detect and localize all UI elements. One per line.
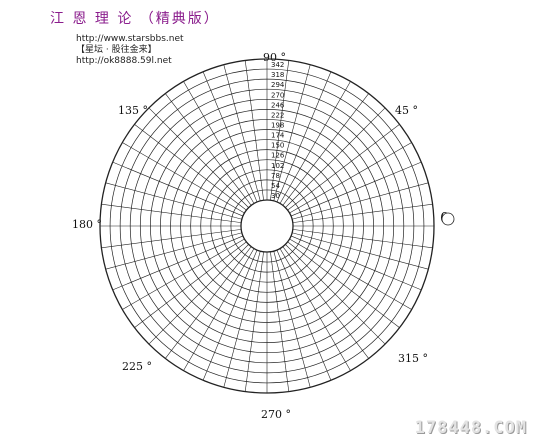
zero-degree-marker bbox=[441, 212, 455, 226]
wheel-number: 246 bbox=[271, 101, 285, 109]
wheel-spoke bbox=[105, 182, 242, 220]
angle-label-45: 45 ° bbox=[395, 104, 418, 117]
wheel-spoke bbox=[101, 229, 242, 249]
wheel-spoke bbox=[287, 124, 400, 211]
wheel-number: 126 bbox=[271, 152, 285, 160]
wheel-spoke bbox=[183, 81, 255, 204]
wheel-spoke bbox=[202, 71, 258, 203]
wheel-spoke bbox=[290, 161, 422, 217]
chart-title: 江 恩 理 论 （精典版） bbox=[50, 11, 220, 27]
wheel-spoke bbox=[148, 107, 249, 208]
wheel-spoke bbox=[279, 81, 351, 204]
wheel-spoke bbox=[134, 241, 247, 328]
wheel-number: 342 bbox=[271, 61, 284, 69]
wheel-number: 198 bbox=[271, 122, 284, 130]
wheel-spoke bbox=[183, 248, 255, 371]
wheel-spoke bbox=[282, 246, 369, 359]
wheel-number: 270 bbox=[271, 91, 284, 99]
wheel-number: 150 bbox=[271, 142, 284, 150]
wheel-spoke bbox=[273, 64, 311, 201]
wheel-number: 102 bbox=[271, 162, 284, 170]
wheel-spoke bbox=[292, 182, 429, 220]
wheel-number: 222 bbox=[271, 111, 284, 119]
angle-label-270: 270 ° bbox=[261, 408, 291, 421]
wheel-spoke bbox=[112, 161, 244, 217]
watermark: 178448.COM bbox=[414, 418, 527, 438]
angle-label-135: 135 ° bbox=[118, 104, 148, 117]
angle-label-315: 315 ° bbox=[398, 352, 428, 365]
wheel-spoke bbox=[101, 203, 242, 223]
wheel-spoke bbox=[285, 107, 386, 208]
wheel-spoke bbox=[134, 124, 247, 211]
wheel-spoke bbox=[292, 229, 433, 249]
source-url-1: http://www.starsbbs.net bbox=[76, 34, 184, 44]
wheel-spoke bbox=[112, 235, 244, 291]
wheel-spoke bbox=[122, 142, 245, 214]
wheel-spoke bbox=[292, 232, 429, 270]
wheel-ring bbox=[240, 199, 294, 253]
wheel-spoke bbox=[165, 246, 252, 359]
wheel-spoke bbox=[270, 251, 290, 392]
wheel-number: 54 bbox=[271, 182, 280, 190]
wheel-spoke bbox=[285, 244, 386, 345]
source-url-2: http://ok8888.59l.net bbox=[76, 56, 172, 66]
angle-label-180: 180 ° bbox=[72, 218, 102, 231]
source-forum-label: 【星坛 · 股往金来】 bbox=[76, 45, 157, 55]
wheel-spoke bbox=[244, 251, 264, 392]
angle-label-90: 90 ° bbox=[263, 51, 286, 64]
wheel-spoke bbox=[202, 249, 258, 381]
wheel-number: 318 bbox=[271, 71, 284, 79]
wheel-spoke bbox=[290, 235, 422, 291]
wheel-spoke bbox=[287, 241, 400, 328]
angle-label-225: 225 ° bbox=[122, 360, 152, 373]
wheel-spoke bbox=[292, 203, 433, 223]
wheel-spoke bbox=[289, 238, 412, 310]
wheel-spoke bbox=[165, 93, 252, 206]
wheel-spoke bbox=[276, 249, 332, 381]
wheel-spoke bbox=[148, 244, 249, 345]
wheel-spoke bbox=[270, 60, 290, 201]
wheel-spoke bbox=[289, 142, 412, 214]
wheel-spoke bbox=[273, 251, 311, 388]
wheel-spoke bbox=[223, 64, 261, 201]
wheel-spoke bbox=[276, 71, 332, 203]
wheel-spoke bbox=[244, 60, 264, 201]
wheel-number: 30 bbox=[271, 192, 280, 200]
wheel-spoke bbox=[105, 232, 242, 270]
wheel-spoke bbox=[282, 93, 369, 206]
wheel-number: 174 bbox=[271, 132, 285, 140]
wheel-number: 294 bbox=[271, 81, 285, 89]
wheel-spoke bbox=[223, 251, 261, 388]
wheel-spoke bbox=[122, 238, 245, 310]
wheel-spoke bbox=[279, 248, 351, 371]
wheel-number: 78 bbox=[271, 172, 280, 180]
